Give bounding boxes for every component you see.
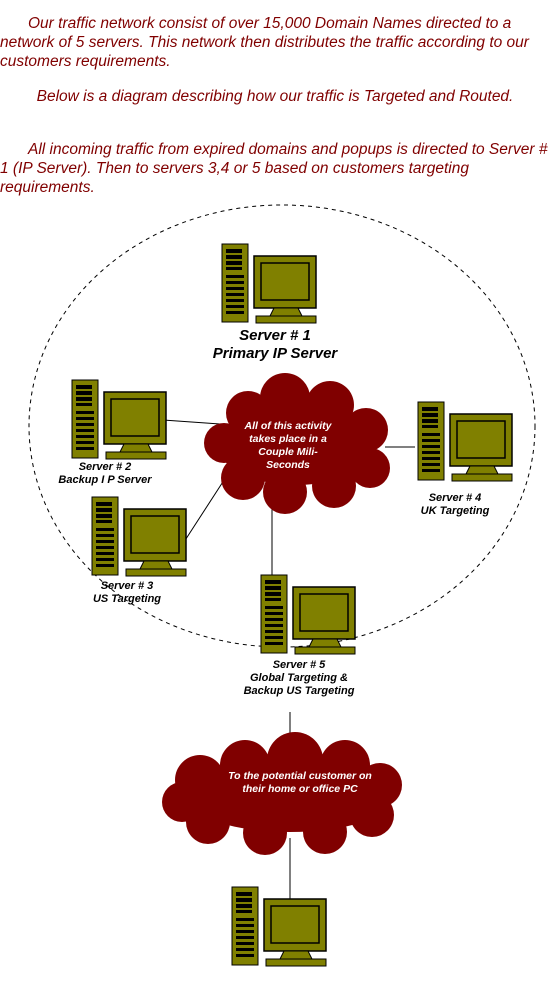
server1-computer-icon bbox=[221, 243, 317, 324]
server2-role: Backup I P Server bbox=[58, 474, 152, 486]
cloud-customer bbox=[162, 732, 402, 855]
server1-name: Server # 1 bbox=[239, 327, 311, 344]
server2-label: Server # 2 Backup I P Server bbox=[40, 461, 170, 487]
server2-computer-icon bbox=[71, 379, 167, 460]
server3-name: Server # 3 bbox=[100, 580, 154, 592]
server4-name: Server # 4 bbox=[428, 492, 482, 504]
network-boundary-circle bbox=[28, 204, 536, 648]
server4-computer-icon bbox=[417, 401, 513, 482]
server5-label: Server # 5 Global Targeting & Backup US … bbox=[239, 659, 359, 698]
server3-role: US Targeting bbox=[92, 593, 162, 605]
cloud-activity-text: All of this activity takes place in a Co… bbox=[244, 420, 332, 471]
server4-role: UK Targeting bbox=[420, 505, 490, 517]
cloud-activity bbox=[204, 373, 390, 514]
server3-label: Server # 3 US Targeting bbox=[62, 580, 192, 606]
server1-role: Primary IP Server bbox=[212, 345, 338, 362]
server4-label: Server # 4 UK Targeting bbox=[400, 492, 510, 518]
server1-label: Server # 1 Primary IP Server bbox=[170, 327, 380, 363]
intro-paragraph-2: Below is a diagram describing how our tr… bbox=[36, 88, 514, 105]
link-server2-cloud bbox=[162, 419, 221, 425]
server5-computer-icon bbox=[260, 574, 356, 655]
server5-role: Global Targeting & Backup US Targeting bbox=[243, 672, 355, 697]
server3-computer-icon bbox=[91, 496, 187, 577]
intro-paragraph-3: All incoming traffic from expired domain… bbox=[0, 141, 548, 196]
cloud-customer-text: To the potential customer on their home … bbox=[228, 770, 372, 795]
intro-paragraph-1: Our traffic network consist of over 15,0… bbox=[0, 15, 529, 70]
server2-name: Server # 2 bbox=[78, 461, 132, 473]
link-server3-cloud bbox=[181, 473, 229, 546]
customer-computer-icon bbox=[231, 886, 327, 967]
server5-name: Server # 5 bbox=[272, 659, 326, 671]
